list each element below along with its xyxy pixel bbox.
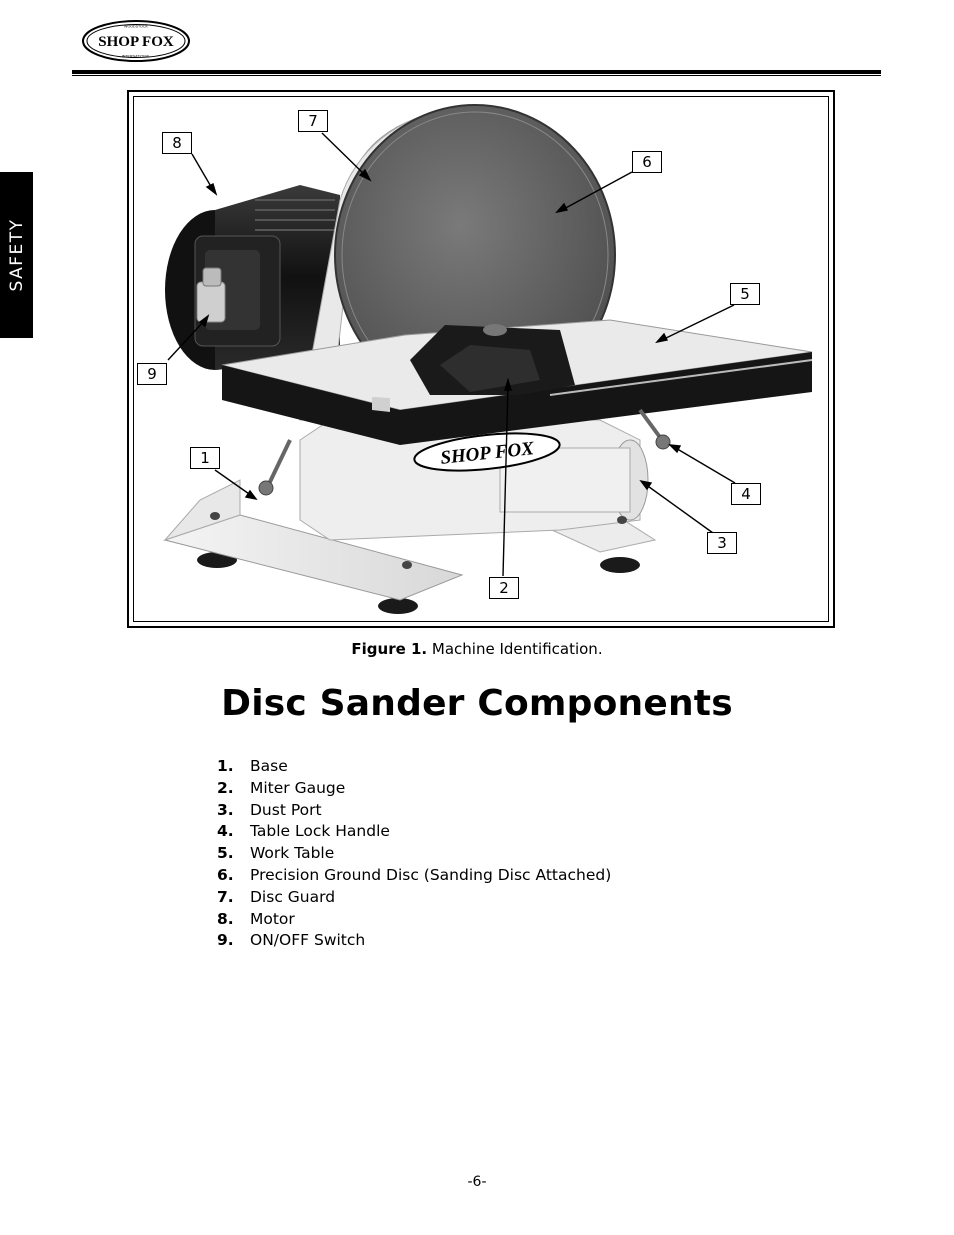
list-item: 7. Disc Guard bbox=[217, 887, 611, 909]
base-logo-badge: SHOP FOX bbox=[413, 432, 561, 472]
item-name: Base bbox=[250, 757, 288, 775]
header-rule-thin bbox=[72, 75, 881, 76]
list-item: 5. Work Table bbox=[217, 843, 611, 865]
header-rule bbox=[72, 70, 881, 74]
item-name: Disc Guard bbox=[250, 887, 336, 906]
logo-brand-text: SHOP FOX bbox=[98, 34, 174, 50]
item-number: 6. bbox=[217, 865, 234, 884]
list-item: 6. Precision Ground Disc (Sanding Disc At… bbox=[217, 865, 611, 887]
item-name: Motor bbox=[250, 909, 295, 928]
base-casting bbox=[163, 419, 657, 601]
figure-caption-text: Machine Identification. bbox=[431, 640, 603, 658]
item-number: 5. bbox=[217, 844, 234, 863]
item-name: Work Table bbox=[250, 844, 335, 863]
list-item: 9. ON/OFF Switch bbox=[217, 930, 611, 952]
item-number: 8. bbox=[217, 909, 234, 928]
miter-gauge bbox=[410, 324, 575, 395]
item-number: 9. bbox=[217, 931, 234, 950]
item-number: 7. bbox=[217, 887, 234, 906]
item-name: Precision Ground Disc (Sanding Disc Atta… bbox=[250, 865, 612, 884]
machine-illustration: SHOP FOX bbox=[163, 104, 813, 614]
list-item: 4. Table Lock Handle bbox=[217, 821, 611, 843]
logo-arc-bottom-text: INTERNATIONAL bbox=[122, 55, 151, 59]
page-title: Disc Sander Components bbox=[221, 683, 733, 724]
list-item: 3. Dust Port bbox=[217, 800, 611, 822]
callout-dust-port: 3 bbox=[707, 532, 737, 554]
parts-list: 1. Base 2. Miter Gauge 3. Dust Port 4. Table… bbox=[217, 756, 611, 952]
item-name: Miter Gauge bbox=[250, 778, 346, 797]
item-number: 2. bbox=[217, 778, 234, 797]
list-item: 1. Base bbox=[217, 756, 611, 778]
item-number: 4. bbox=[217, 822, 234, 841]
callout-base: 1 bbox=[190, 447, 220, 469]
table-lock-handles bbox=[258, 408, 671, 496]
list-item: 8. Motor bbox=[217, 909, 611, 931]
section-tab[interactable]: SAFETY bbox=[0, 172, 33, 338]
callout-miter-gauge: 2 bbox=[489, 577, 519, 599]
figure-inner-border bbox=[133, 96, 829, 622]
figure-caption-label: Figure 1. bbox=[351, 640, 428, 658]
page-number: -6- bbox=[467, 1174, 487, 1190]
callout-work-table: 5 bbox=[730, 283, 760, 305]
item-name: Table Lock Handle bbox=[250, 822, 390, 841]
list-item: 2. Miter Gauge bbox=[217, 778, 611, 800]
shop-fox-logo: SHOP FOX WOODSTOCK INTERNATIONAL bbox=[82, 20, 190, 62]
callout-motor: 8 bbox=[162, 132, 192, 154]
item-name: Dust Port bbox=[250, 800, 322, 819]
item-name: ON/OFF Switch bbox=[250, 931, 366, 950]
logo-arc-top-text: WOODSTOCK bbox=[124, 25, 148, 29]
figure-frame bbox=[127, 90, 835, 628]
callout-table-lock-handle: 4 bbox=[731, 483, 761, 505]
callout-disc: 6 bbox=[632, 151, 662, 173]
on-off-switch bbox=[196, 267, 226, 323]
figure-caption: Figure 1. Machine Identification. bbox=[0, 640, 954, 658]
callout-switch: 9 bbox=[137, 363, 167, 385]
item-number: 1. bbox=[217, 757, 234, 775]
callout-leaders bbox=[167, 132, 736, 577]
item-number: 3. bbox=[217, 800, 234, 819]
callout-disc-guard: 7 bbox=[298, 110, 328, 132]
